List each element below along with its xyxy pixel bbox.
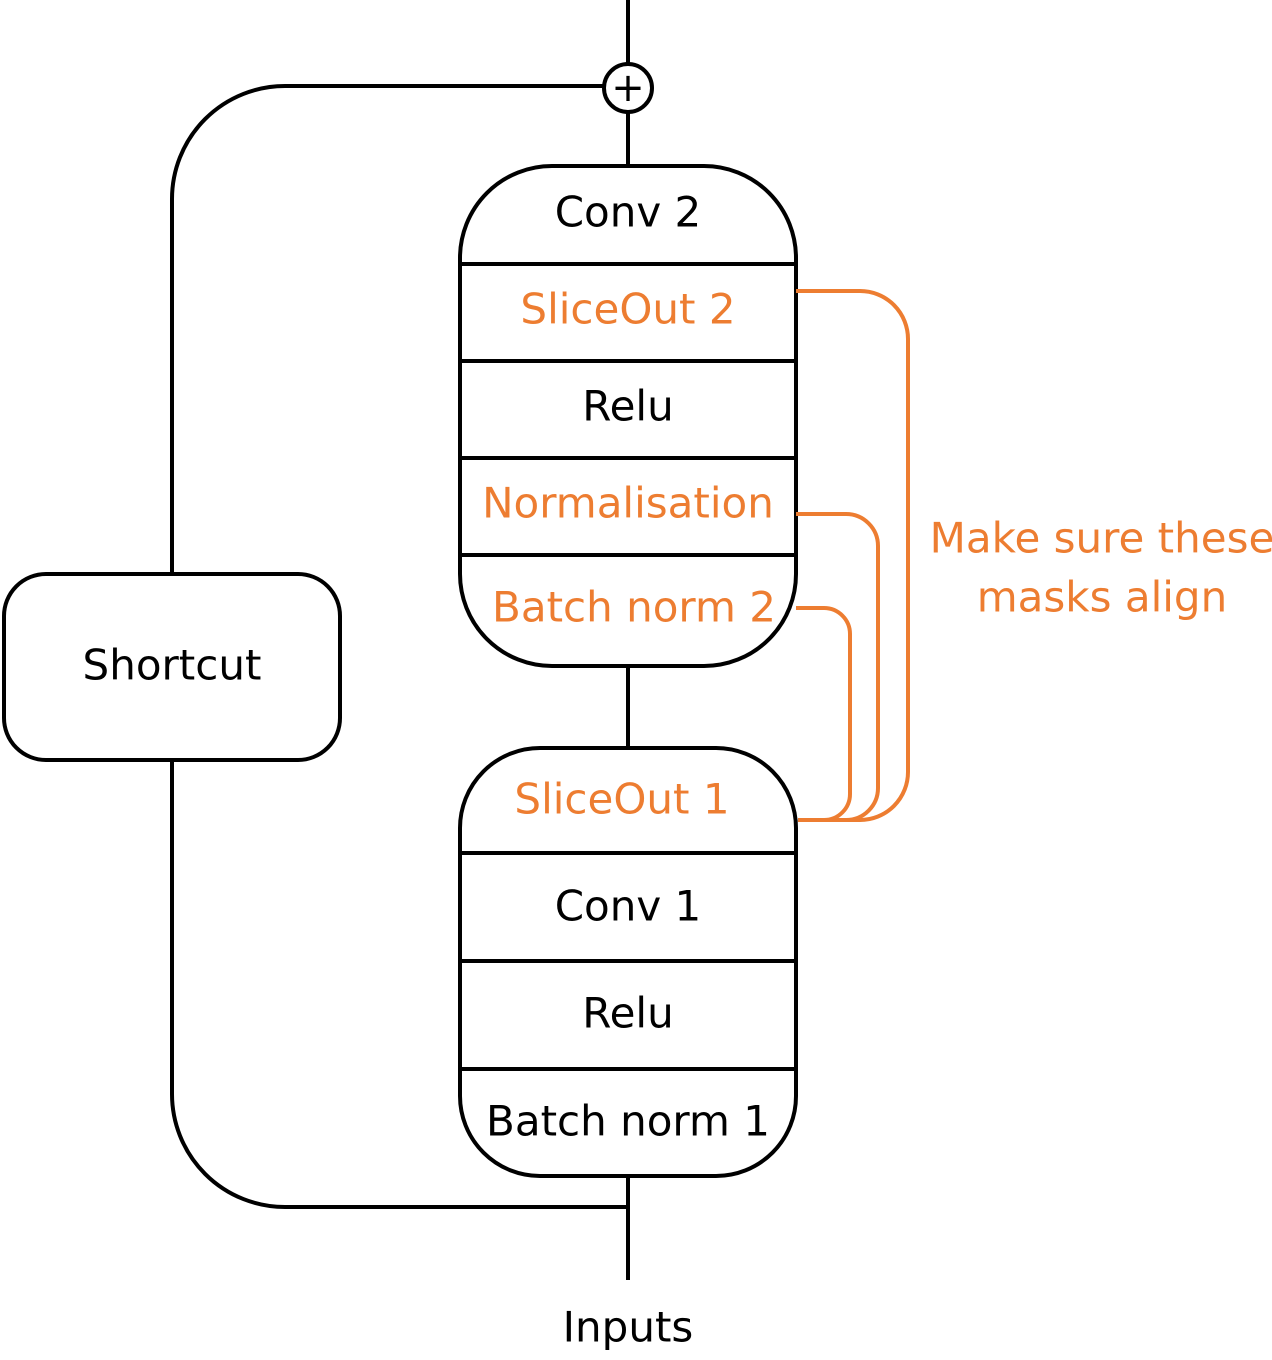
layer-relu-2: Relu [582,382,673,431]
annotation-line-2: masks align [977,573,1227,622]
block-2: Conv 2 SliceOut 2 Relu Normalisation Bat… [458,164,798,668]
layer-batch-norm-2: Batch norm 2 [492,583,776,632]
shortcut-label: Shortcut [83,641,262,690]
block-1: SliceOut 1 Conv 1 Relu Batch norm 1 [458,746,798,1178]
shortcut-bottom-path [170,760,628,1209]
shortcut-frame [2,572,342,762]
layer-conv-1: Conv 1 [555,882,702,931]
bracket-normalisation [796,512,880,822]
layer-normalisation: Normalisation [482,479,774,528]
bracket-batch-norm-2 [796,606,852,822]
layer-sliceout-2: SliceOut 2 [520,285,735,334]
layer-relu-1: Relu [582,989,673,1038]
layer-batch-norm-1: Batch norm 1 [486,1097,770,1146]
layer-conv-2: Conv 2 [555,188,702,237]
layer-sliceout-1: SliceOut 1 [514,775,729,824]
annotation-line-1: Make sure these [930,514,1272,563]
inputs-label: Inputs [563,1303,694,1352]
add-symbol: + [611,65,645,111]
block-2-frame [458,164,798,668]
add-circle [602,62,654,114]
shortcut-top-path [170,84,604,574]
add-node: + [602,62,654,114]
shortcut-box: Shortcut [2,572,342,762]
bracket-sliceout-2 [796,289,910,822]
